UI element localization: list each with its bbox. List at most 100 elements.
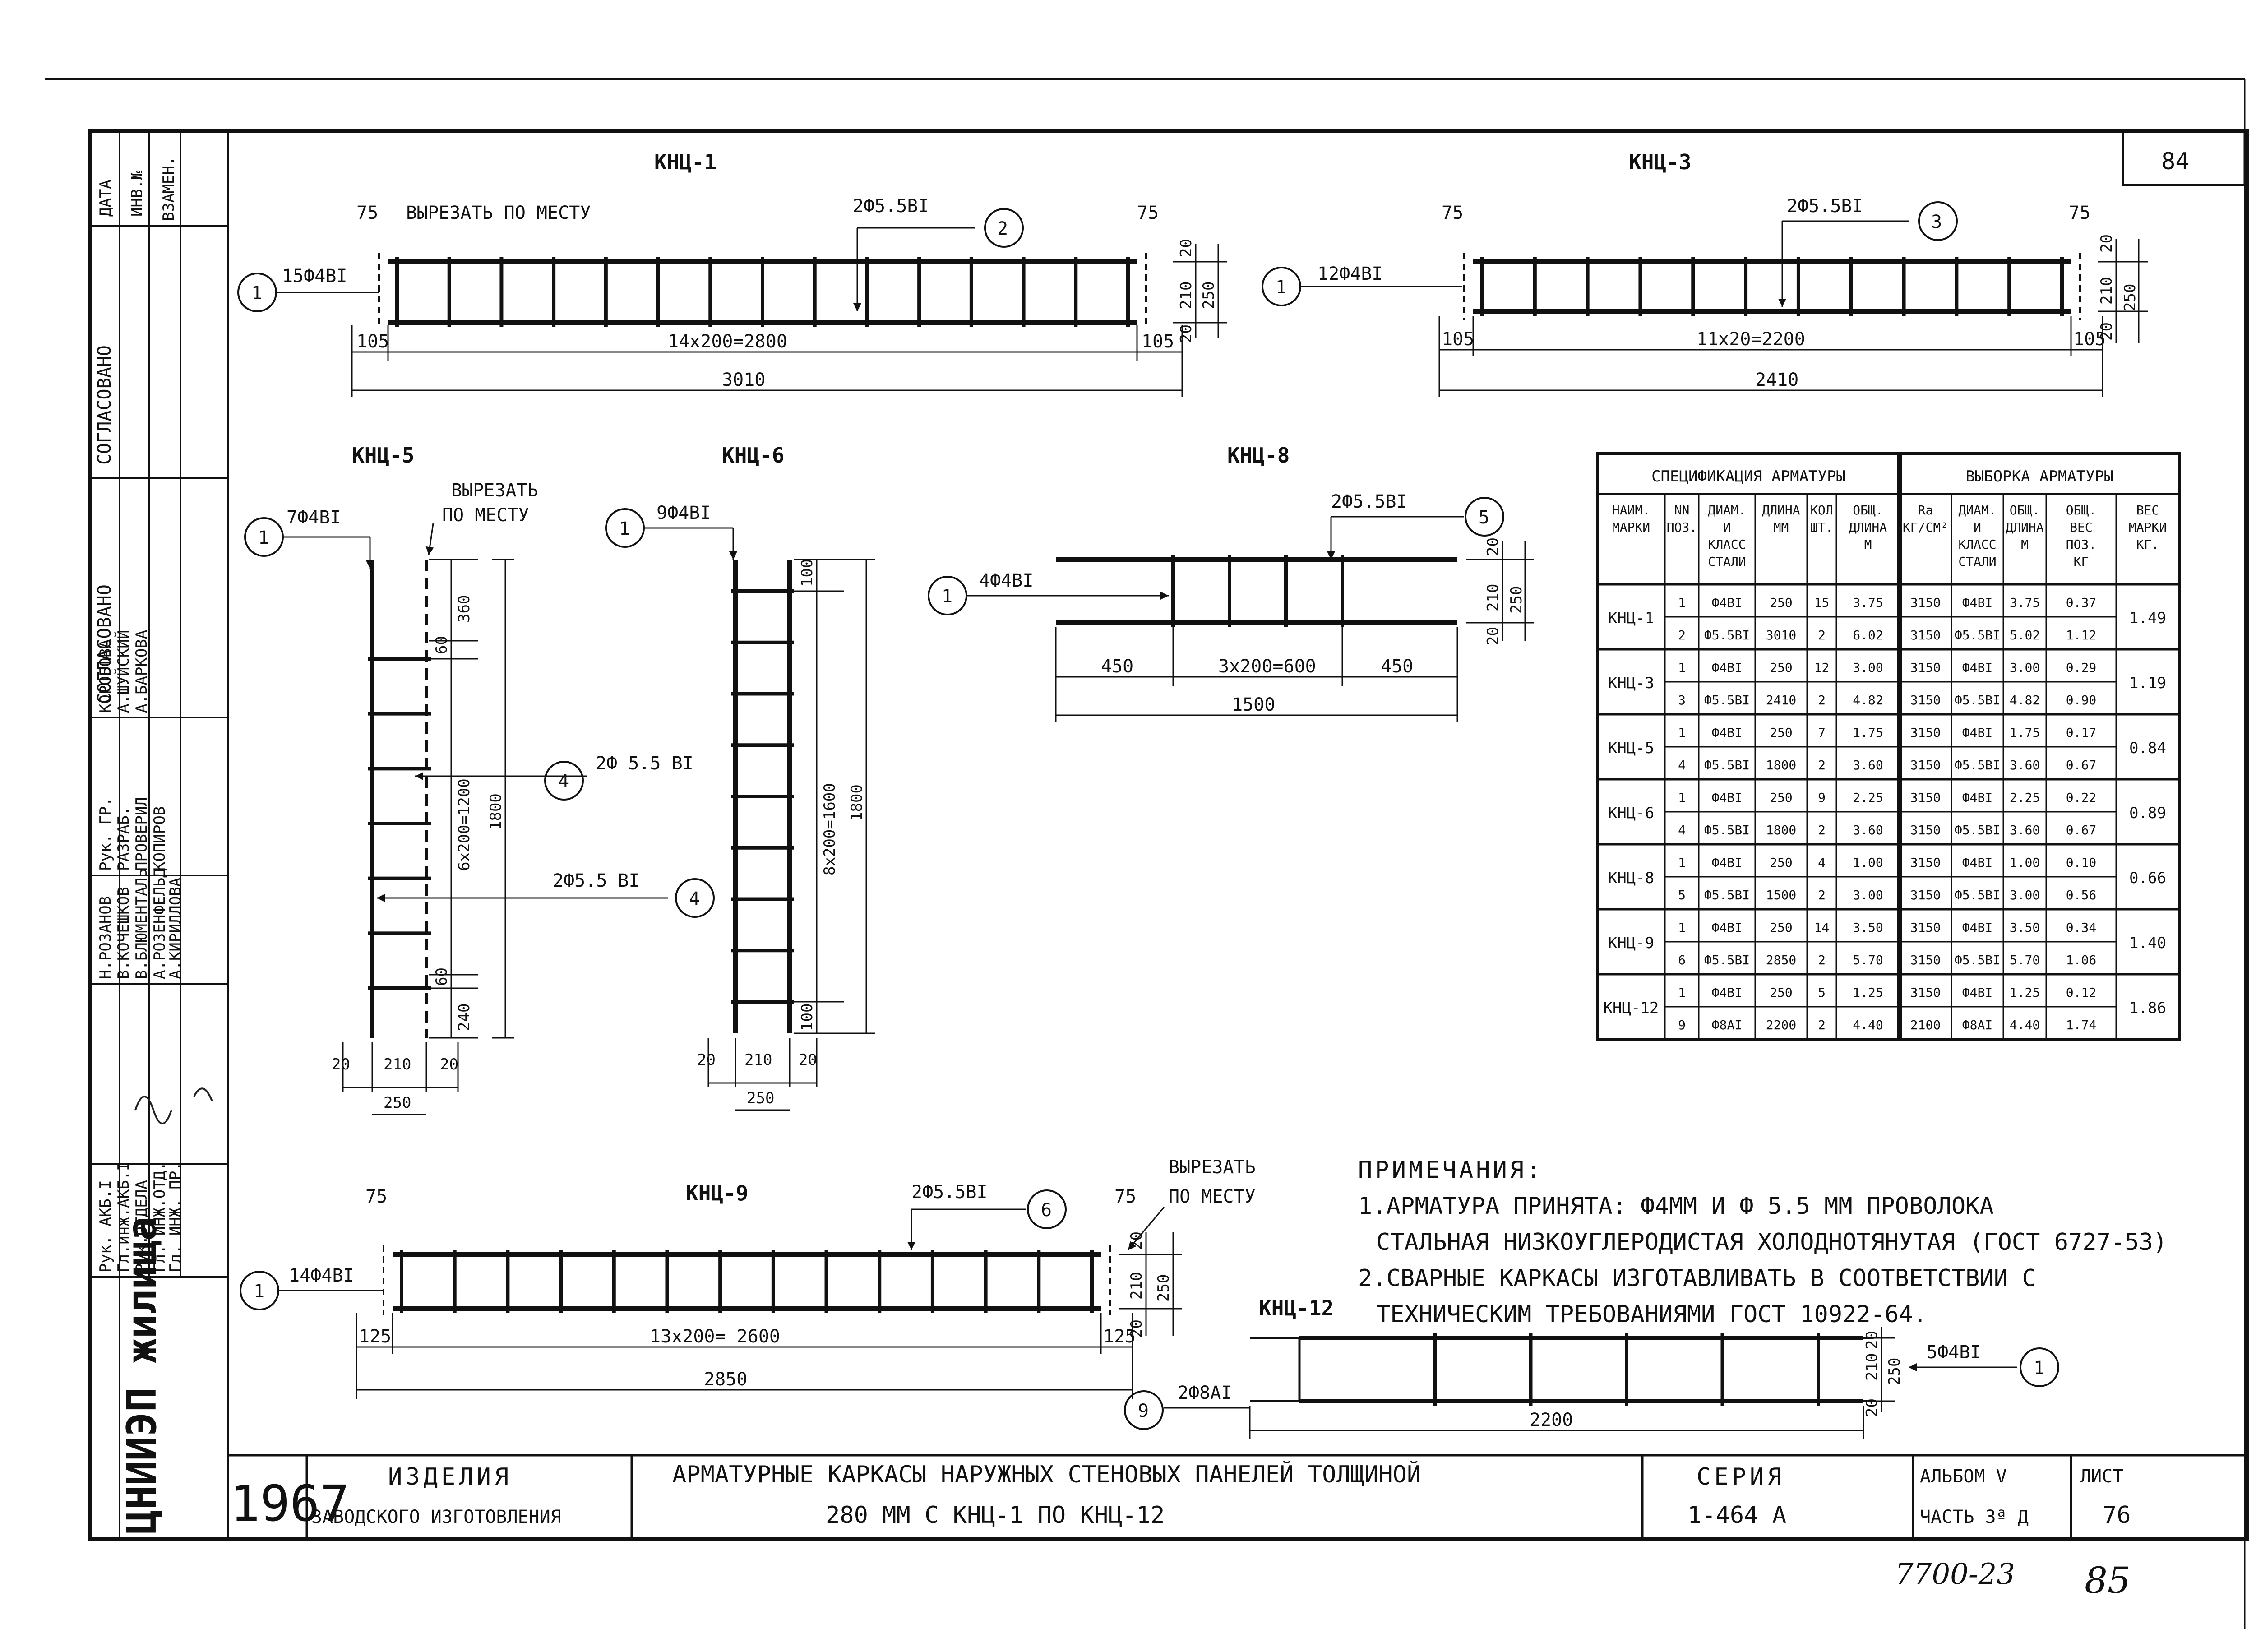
knc5-v60a: 60 [433,636,451,654]
table-col-header: Ra [1918,503,1933,518]
table-col-header: ДЛИНА [1762,503,1800,518]
sheet-title-line-1: АРМАТУРНЫЕ КАРКАСЫ НАРУЖНЫХ СТЕНОВЫХ ПАН… [672,1461,1421,1488]
table-cell: 9 [1818,790,1826,805]
table-cell: 3150 [1910,758,1941,773]
knc8-d450a: 450 [1101,656,1133,677]
table-mark-weight: 0.89 [2129,804,2166,822]
table-cell: Ф5.5ВI [1704,628,1750,643]
name-0: Н.РОЗАНОВ [97,896,115,979]
knc5-w20a: 20 [332,1055,350,1074]
knc9-cut-note-2: ПО МЕСТУ [1169,1186,1256,1207]
table-cell: Ф5.5ВI [1955,758,2000,773]
table-cell: 3.00 [1853,888,1883,902]
table-col-header: ОБЩ. [2066,503,2096,518]
table-cell: 1.75 [1853,725,1883,740]
table-cell: 3150 [1910,660,1941,675]
role-3: Гл. ИНЖ.ОТД. [151,1161,169,1273]
knc5-bar1: 7Ф4ВI [287,507,341,528]
table-cell: 0.37 [2066,595,2096,610]
table-cell: 3150 [1910,953,1941,967]
knc8-title: КНЦ-8 [1227,443,1290,467]
table-cell: 2410 [1766,693,1796,708]
table-cell: 0.56 [2066,888,2096,902]
table-mark: КНЦ-8 [1608,869,1654,887]
table-col-header: ДИАМ. [1958,503,1996,518]
side-stamp [89,130,229,1540]
knc1-pos1: 1 [251,283,262,304]
table-cell: Ф5.5ВI [1955,823,2000,838]
knc1-total: 3010 [722,370,765,390]
table-cell: 1.00 [1853,855,1883,870]
knc5-w210: 210 [384,1055,411,1074]
table-cell: 3.00 [1853,660,1883,675]
table-mark: КНЦ-9 [1608,934,1654,952]
table-col-header: ДИАМ. [1708,503,1746,518]
knc5-w20b: 20 [440,1055,458,1074]
table-cell: 3.60 [1853,758,1883,773]
table-col-header: И [1723,520,1731,535]
table-cell: 2100 [1910,1018,1941,1032]
table-cell: Ф4ВI [1962,855,1992,870]
table-col-header: МАРКИ [1612,520,1650,535]
knc1-d105b: 105 [1142,331,1174,352]
table-col-header: ВЕС [2136,503,2159,518]
knc9-bar2: 2Ф5.5ВI [911,1182,988,1203]
knc9-d125b: 125 [1103,1326,1136,1347]
table-col-header: КЛАСС [1958,537,1996,552]
knc1-d75b: 75 [1137,203,1159,223]
table-cell: Ф4ВI [1712,855,1742,870]
notes-line-4: ТЕХНИЧЕСКИМ ТРЕБОВАНИЯМИ ГОСТ 10922-64. [1376,1301,1927,1328]
table-cell: Ф4ВI [1962,725,1992,740]
knc5-pos4-circle [544,761,584,801]
table-col-header: NN [1674,503,1690,518]
knc5-pos4b-circle [675,878,715,918]
knc1-bar1: 15Ф4ВI [282,266,347,287]
table-mark-weight: 1.86 [2129,999,2166,1017]
role-0: Рук. АКБ.I [97,1180,115,1273]
table-cell: 2 [1818,628,1826,643]
table-col-header: ММ [1774,520,1789,535]
table-cell: 3.00 [2010,888,2040,902]
table-cell: Ф8АI [1962,1018,1992,1032]
notes-line-1: 1.АРМАТУРА ПРИНЯТА: Ф4ММ И Ф 5.5 ММ ПРОВ… [1358,1193,1994,1220]
knc6-v100b: 100 [798,1004,816,1031]
table-mark-weight: 1.40 [2129,934,2166,952]
stamp-bottom-left: 7700-23 [1895,1558,2015,1591]
table-cell: 0.10 [2066,855,2096,870]
knc9-bar1: 14Ф4ВI [289,1265,354,1286]
table-head-left: СПЕЦИФИКАЦИЯ АРМАТУРЫ [1651,467,1845,486]
table-cell: 2850 [1766,953,1796,967]
knc1-h250: 250 [1200,282,1218,309]
table-cell: 3150 [1910,595,1941,610]
table-cell: 3150 [1910,920,1941,935]
table-cell: 3150 [1910,855,1941,870]
knc9-d75b: 75 [1114,1186,1136,1207]
knc5-pos4b: 4 [689,888,700,909]
knc3-d75b: 75 [2069,203,2090,223]
table-cell: 3 [1678,693,1686,708]
knc6-title: КНЦ-6 [722,443,784,467]
knc9-d125a: 125 [359,1326,391,1347]
table-cell: 1.75 [2010,725,2040,740]
org-label: ЦНИИЭП жилища [118,1217,166,1534]
agreed-label-2: СОГЛАСОВАНО [94,584,115,704]
table-cell: 1 [1678,985,1686,1000]
knc1-drawing: КНЦ-1 ВЫРЕЗАТЬ ПО МЕСТУ 75 75 2Ф5.5ВI 2 … [237,150,1227,397]
table-cell: 250 [1770,725,1793,740]
table-cell: 5.70 [1853,953,1883,967]
knc12-h20b: 20 [1863,1398,1881,1417]
knc9-pos1: 1 [254,1281,264,1302]
knc6-pos1: 1 [619,518,630,539]
table-cell: 1.00 [2010,855,2040,870]
name-3: А.РОЗЕНФЕЛЬД [151,868,169,979]
notes-line-2: СТАЛЬНАЯ НИЗКОУГЛЕРОДИСТАЯ ХОЛОДНОТЯНУТА… [1376,1229,2167,1256]
table-col-header: МАРКИ [2129,520,2167,535]
knc3-d105a: 105 [1442,329,1474,350]
table-cell: 2 [1678,628,1686,643]
table-cell: Ф4ВI [1712,595,1742,610]
table-cell: 3.75 [2010,595,2040,610]
table-cell: 1800 [1766,758,1796,773]
table-col-header: КОЛ [1810,503,1833,518]
table-col-header: ПОЗ. [2066,537,2096,552]
